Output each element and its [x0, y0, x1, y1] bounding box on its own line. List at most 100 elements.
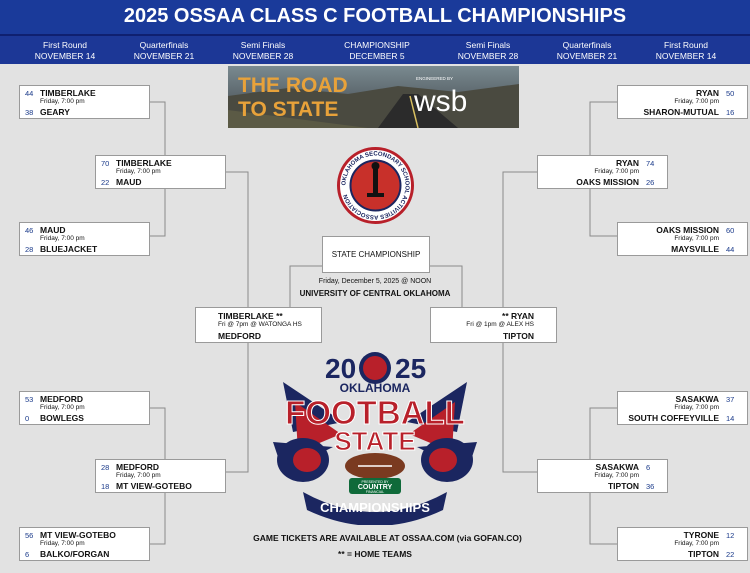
logo-presented: PRESENTED BY [361, 480, 389, 484]
semifinal-right: ** RYAN Fri @ 1pm @ ALEX HS TIPTON [430, 307, 557, 343]
bottom-row: 36 TIPTON [538, 481, 667, 492]
bottom-score: 26 [646, 178, 655, 187]
bottom-row: 18 MT VIEW-GOTEBO [96, 481, 225, 492]
top-score: 28 [101, 463, 110, 472]
game-time: Friday, 7:00 pm [594, 168, 639, 175]
top-score: 12 [726, 531, 735, 540]
round-name: First Round [43, 40, 87, 50]
home-teams-note: ** = HOME TEAMS [338, 549, 412, 559]
game-time: Friday, 7:00 pm [674, 98, 719, 105]
round-name: CHAMPIONSHIP [344, 40, 410, 50]
game-time-row: Friday, 7:00 pm [96, 472, 225, 482]
semifinal-right-time: Fri @ 1pm @ ALEX HS [466, 321, 534, 328]
top-team: TYRONE [683, 530, 719, 540]
top-score: 6 [646, 463, 651, 472]
game-time: Friday, 7:00 pm [674, 404, 719, 411]
semifinal-left-top-team: TIMBERLAKE ** [218, 311, 283, 321]
logo-year-right: 25 [395, 353, 426, 384]
round-name: First Round [664, 40, 708, 50]
bottom-team: TIPTON [607, 481, 639, 491]
semifinal-right-bottom-team: TIPTON [502, 331, 534, 341]
game-time: Friday, 7:00 pm [116, 168, 161, 175]
top-team: RYAN [616, 158, 639, 168]
top-score: 37 [726, 395, 735, 404]
bottom-team: MT VIEW-GOTEBO [116, 481, 192, 491]
semifinal-left-time: Fri @ 7pm @ WATONGA HS [218, 321, 302, 328]
bottom-score: 18 [101, 482, 110, 491]
logo-sponsor1: COUNTRY [358, 484, 393, 491]
game-time-row: Friday, 7:00 pm [538, 168, 667, 178]
round-name: Semi Finals [465, 40, 511, 50]
logo-year-left: 20 [325, 353, 356, 384]
game-time-row: Friday, 7:00 pm [20, 98, 149, 108]
game-time-row: Friday, 7:00 pm [20, 540, 149, 550]
bottom-score: 22 [101, 178, 110, 187]
round-date: NOVEMBER 28 [457, 51, 519, 61]
top-row: 12 TYRONE [618, 530, 747, 541]
round-date: NOVEMBER 14 [34, 51, 96, 61]
bottom-score: 28 [25, 245, 34, 254]
game-time-row: Friday, 7:00 pm [20, 235, 149, 245]
top-team: TIMBERLAKE [116, 158, 172, 168]
top-team: MAUD [40, 225, 66, 235]
round-date: NOVEMBER 21 [556, 51, 618, 61]
round-name: Quarterfinals [562, 40, 612, 50]
top-score: 56 [25, 531, 34, 540]
game-time: Friday, 7:00 pm [116, 472, 161, 479]
ossaa-seal: OKLAHOMA SECONDARY SCHOOL ACTIVITIES ASS… [337, 147, 414, 224]
semifinal-left: TIMBERLAKE ** Fri @ 7pm @ WATONGA HS MED… [195, 307, 322, 343]
game-time-row: Friday, 7:00 pm [618, 235, 747, 245]
round-name: Quarterfinals [139, 40, 189, 50]
bottom-score: 6 [25, 550, 30, 559]
game-time-row: Friday, 7:00 pm [20, 404, 149, 414]
top-team: SASAKWA [595, 462, 639, 472]
bottom-team: SOUTH COFFEYVILLE [628, 413, 719, 423]
top-row: 6 SASAKWA [538, 462, 667, 473]
game-time-row: Friday, 7:00 pm [618, 404, 747, 414]
game-time-row: Friday, 7:00 pm [96, 168, 225, 178]
tickets-note: GAME TICKETS ARE AVAILABLE AT OSSAA.COM … [253, 533, 522, 543]
game-time-row: Friday, 7:00 pm [618, 540, 747, 550]
game-time: Friday, 7:00 pm [674, 235, 719, 242]
bottom-team: OAKS MISSION [576, 177, 639, 187]
logo-line2: STATE [334, 426, 415, 456]
top-team: RYAN [696, 88, 719, 98]
game-time: Friday, 7:00 pm [40, 98, 85, 105]
round-name: Semi Finals [240, 40, 286, 50]
top-score: 74 [646, 159, 655, 168]
banner-line1: THE ROAD [238, 74, 348, 97]
top-row: 46 MAUD [20, 225, 149, 236]
top-score: 60 [726, 226, 735, 235]
logo-bottom: CHAMPIONSHIPS [320, 500, 430, 515]
top-score: 46 [25, 226, 34, 235]
bottom-team: GEARY [40, 107, 70, 117]
bottom-score: 36 [646, 482, 655, 491]
logo-line1: FOOTBALL [285, 394, 465, 431]
game-time: Friday, 7:00 pm [40, 540, 85, 547]
round-date: NOVEMBER 21 [133, 51, 195, 61]
bottom-team: BOWLEGS [40, 413, 84, 423]
banner-sponsor-small: ENGINEERED BY [416, 76, 453, 81]
